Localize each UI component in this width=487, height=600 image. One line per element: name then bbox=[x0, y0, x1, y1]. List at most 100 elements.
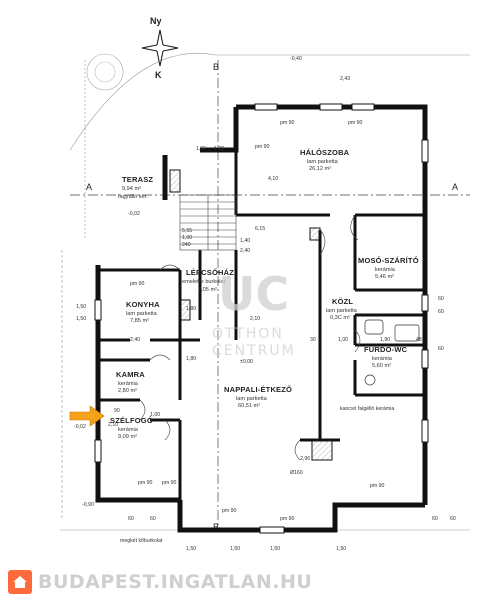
svg-text:30: 30 bbox=[310, 337, 316, 343]
site-footer: BUDAPEST.INGATLAN.HU bbox=[0, 566, 487, 600]
home-icon bbox=[8, 570, 32, 594]
brand-name[interactable]: BUDAPEST.INGATLAN.HU bbox=[38, 571, 313, 593]
svg-text:2,40: 2,40 bbox=[130, 337, 140, 343]
svg-text:-0,02: -0,02 bbox=[128, 211, 140, 217]
section-b-bottom: B bbox=[213, 522, 219, 532]
svg-text:megkét kőburkolat: megkét kőburkolat bbox=[120, 538, 163, 544]
svg-text:LÉPCSŐHÁZ: LÉPCSŐHÁZ bbox=[186, 268, 234, 277]
svg-text:4,10: 4,10 bbox=[268, 176, 278, 182]
svg-text:5,55: 5,55 bbox=[182, 228, 192, 234]
svg-text:9,09 m²: 9,09 m² bbox=[118, 434, 137, 440]
svg-text:6,15: 6,15 bbox=[255, 226, 265, 232]
svg-text:2,43: 2,43 bbox=[340, 76, 350, 82]
svg-text:60: 60 bbox=[438, 346, 444, 352]
svg-text:HÁLÓSZOBA: HÁLÓSZOBA bbox=[300, 148, 350, 157]
plan-paper bbox=[0, 0, 487, 566]
svg-text:48: 48 bbox=[416, 337, 422, 343]
svg-text:-0,02: -0,02 bbox=[74, 424, 86, 430]
svg-text:UC: UC bbox=[218, 267, 289, 321]
svg-text:-0,40: -0,40 bbox=[290, 56, 302, 62]
svg-text:pm 90: pm 90 bbox=[162, 480, 177, 486]
site-outline bbox=[60, 52, 470, 531]
svg-text:Ø160: Ø160 bbox=[290, 470, 303, 476]
svg-text:1,50: 1,50 bbox=[270, 546, 280, 552]
compass-rose: Ny K bbox=[141, 16, 179, 80]
svg-text:1,80: 1,80 bbox=[186, 306, 196, 312]
svg-text:26,12 m²: 26,12 m² bbox=[309, 166, 331, 172]
svg-text:60,51 m²: 60,51 m² bbox=[238, 403, 260, 409]
room-nappali-etkezo: NAPPALI-ÉTKEZŐ lam parketta 60,51 m² bbox=[224, 385, 292, 409]
room-lepcsohaz: LÉPCSŐHÁZ emeletre burkolat 7,05 m² bbox=[182, 268, 234, 293]
svg-text:1,90: 1,90 bbox=[380, 337, 390, 343]
compass-south: K bbox=[155, 70, 162, 80]
section-line-a: A A bbox=[70, 182, 470, 196]
svg-text:TERASZ: TERASZ bbox=[122, 175, 153, 184]
otthon-centrum-watermark: UC OTTHON CENTRUM bbox=[212, 267, 296, 359]
svg-text:KAMRA: KAMRA bbox=[116, 370, 145, 379]
svg-text:1,00: 1,00 bbox=[150, 412, 160, 418]
svg-text:pm 90: pm 90 bbox=[130, 281, 145, 287]
svg-text:60: 60 bbox=[150, 516, 156, 522]
interior-walls bbox=[98, 150, 425, 500]
room-konyha: KONYHA lam parketta 7,85 m² bbox=[126, 300, 160, 324]
svg-text:fagyálló ker.: fagyálló ker. bbox=[118, 194, 148, 200]
svg-text:90: 90 bbox=[114, 408, 120, 414]
svg-text:pm 90: pm 90 bbox=[222, 508, 237, 514]
room-furdo-wc: FÜRDŐ-WC kerámia 5,60 m² bbox=[364, 345, 408, 369]
svg-text:60: 60 bbox=[432, 516, 438, 522]
svg-text:pm 90: pm 90 bbox=[280, 516, 295, 522]
svg-text:5,60 m²: 5,60 m² bbox=[372, 363, 391, 369]
svg-text:kerámia: kerámia bbox=[118, 381, 139, 387]
svg-text:kerámia: kerámia bbox=[375, 267, 396, 273]
svg-text:lam parketta: lam parketta bbox=[326, 308, 358, 314]
svg-text:SZÉLFOGÓ: SZÉLFOGÓ bbox=[110, 416, 153, 425]
structural-columns bbox=[169, 169, 333, 461]
svg-text:1,80: 1,80 bbox=[186, 356, 196, 362]
svg-text:lam parketta: lam parketta bbox=[126, 311, 158, 317]
svg-text:7,05 m²: 7,05 m² bbox=[198, 287, 217, 293]
svg-text:lam parketta: lam parketta bbox=[236, 396, 268, 402]
svg-text:1,00: 1,00 bbox=[338, 337, 348, 343]
svg-text:0,3C m²: 0,3C m² bbox=[330, 315, 350, 321]
svg-text:pm 90: pm 90 bbox=[138, 480, 153, 486]
svg-text:60: 60 bbox=[128, 516, 134, 522]
svg-text:KONYHA: KONYHA bbox=[126, 300, 160, 309]
room-labels: HÁLÓSZOBA lam parketta 26,12 m² TERASZ 9… bbox=[110, 148, 419, 440]
svg-text:2,80 m²: 2,80 m² bbox=[118, 388, 137, 394]
svg-text:60: 60 bbox=[438, 296, 444, 302]
svg-text:1,50: 1,50 bbox=[186, 546, 196, 552]
svg-text:1,00: 1,00 bbox=[182, 235, 192, 241]
staircase bbox=[179, 194, 237, 251]
svg-text:60: 60 bbox=[450, 516, 456, 522]
svg-text:pm 90: pm 90 bbox=[280, 120, 295, 126]
svg-text:5,46 m²: 5,46 m² bbox=[375, 274, 394, 280]
svg-text:pm 90: pm 90 bbox=[348, 120, 363, 126]
svg-text:pm 90: pm 90 bbox=[370, 483, 385, 489]
svg-text:kerámia: kerámia bbox=[118, 427, 139, 433]
svg-text:60: 60 bbox=[438, 309, 444, 315]
dimension-labels: -0,40 2,43 pm 90 pm 90 1,55 1,20 pm 90 4… bbox=[74, 56, 456, 552]
door-swings bbox=[139, 214, 361, 461]
svg-text:2,40: 2,40 bbox=[240, 248, 250, 254]
svg-text:1,55: 1,55 bbox=[196, 146, 206, 152]
section-b-top: B bbox=[213, 62, 219, 72]
svg-text:±0,00: ±0,00 bbox=[240, 359, 253, 365]
svg-text:pm 90: pm 90 bbox=[255, 144, 270, 150]
svg-text:1,50: 1,50 bbox=[230, 546, 240, 552]
room-moso-szarito: MOSÓ-SZÁRÍTÓ kerámia 5,46 m² bbox=[358, 256, 419, 280]
svg-text:kancsó falgélló kerámia: kancsó falgélló kerámia bbox=[340, 406, 394, 412]
svg-text:1,40: 1,40 bbox=[240, 238, 250, 244]
svg-text:2,10: 2,10 bbox=[108, 422, 118, 428]
svg-text:CENTRUM: CENTRUM bbox=[212, 343, 296, 359]
room-kamra: KAMRA kerámia 2,80 m² bbox=[116, 370, 145, 394]
svg-text:9,94 m²: 9,94 m² bbox=[122, 186, 141, 192]
entrance-arrow bbox=[69, 405, 105, 427]
svg-text:240: 240 bbox=[182, 242, 191, 248]
exterior-walls bbox=[95, 104, 428, 533]
svg-text:FÜRDŐ-WC: FÜRDŐ-WC bbox=[364, 345, 408, 354]
svg-text:OTTHON: OTTHON bbox=[212, 326, 284, 342]
room-kozl: KÖZL lam parketta 0,3C m² bbox=[326, 297, 358, 321]
svg-text:1,20: 1,20 bbox=[214, 146, 224, 152]
svg-text:-0,90: -0,90 bbox=[82, 502, 94, 508]
